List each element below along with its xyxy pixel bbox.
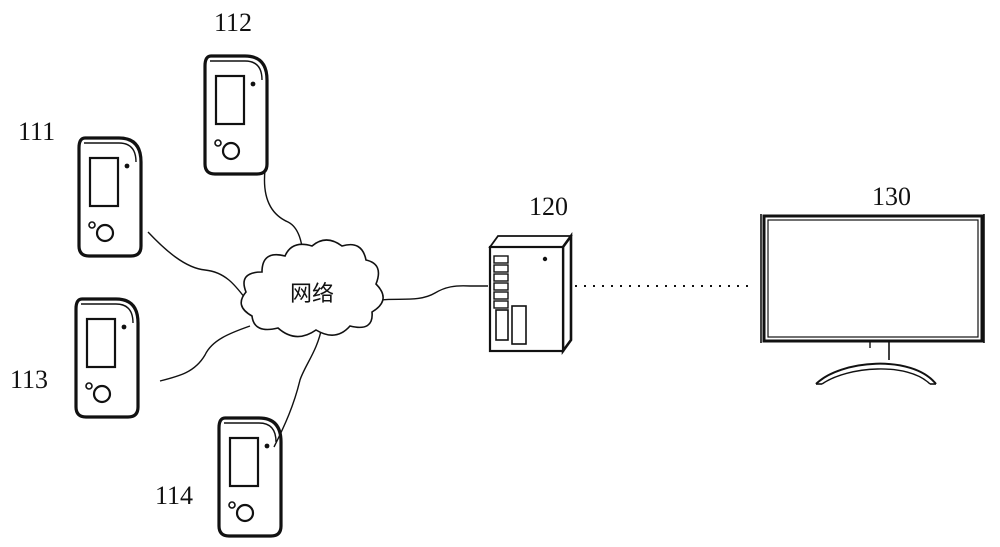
monitor-icon (761, 214, 984, 384)
mobile-phone-icon (76, 299, 138, 417)
link-111-network (148, 232, 245, 298)
mobile-phone-icon (205, 56, 267, 174)
device-111 (79, 138, 141, 256)
link-network-server (380, 286, 488, 300)
device-111-label: 111 (18, 117, 55, 146)
device-113-label: 113 (10, 365, 48, 394)
display-label: 130 (872, 182, 911, 211)
mobile-phone-icon (79, 138, 141, 256)
mobile-phone-icon (219, 418, 281, 536)
link-113-network (160, 326, 250, 381)
device-112 (205, 56, 267, 174)
device-113 (76, 299, 138, 417)
server-icon (490, 236, 571, 351)
device-114-label: 114 (155, 481, 193, 510)
network-label: 网络 (290, 282, 334, 307)
device-112-label: 112 (214, 8, 252, 37)
link-114-network (274, 326, 322, 447)
device-114 (219, 418, 281, 536)
server-label: 120 (529, 192, 568, 221)
